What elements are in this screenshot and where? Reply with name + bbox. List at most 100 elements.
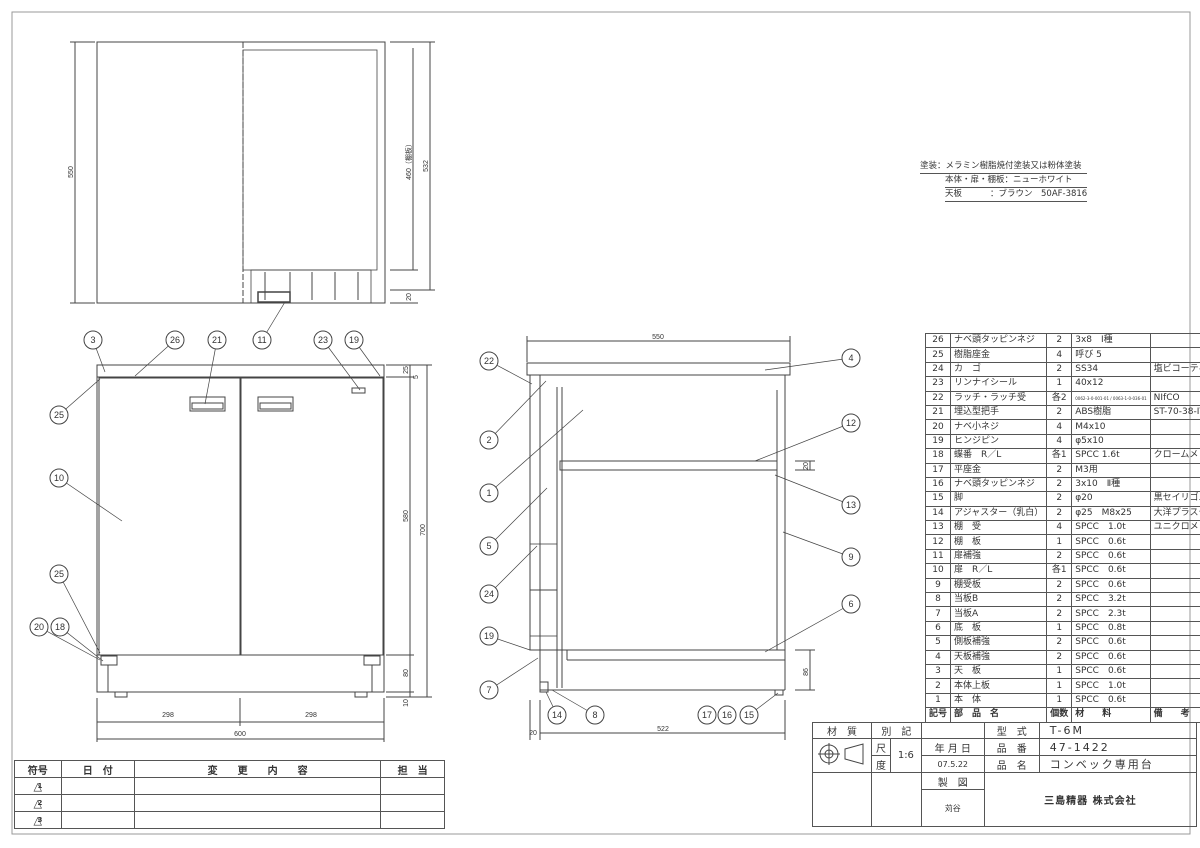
dim-80: 80: [403, 669, 410, 677]
balloon-circle: [841, 348, 861, 368]
parts-cell: 4: [1046, 520, 1073, 536]
parts-cell: 扉 R／L: [950, 563, 1048, 579]
balloon-circle: [83, 330, 103, 350]
revision-mark: 1: [37, 781, 43, 790]
parts-cell: 2: [1046, 361, 1073, 378]
parts-cell: [1149, 663, 1200, 680]
leader-line: [488, 380, 547, 441]
parts-cell: 4: [924, 649, 952, 665]
parts-cell: M3用: [1071, 462, 1151, 478]
front-balloon-label: 19: [349, 335, 359, 345]
parts-cell: 23: [924, 376, 952, 392]
parts-cell: [1149, 592, 1200, 608]
parts-row: 24カ ゴ2SS34塩ビコーティング: [924, 361, 1200, 378]
front-balloon-label: 25: [54, 569, 64, 579]
balloon-circle: [252, 330, 272, 350]
balloon-circle: [479, 430, 499, 450]
parts-cell: 17: [924, 462, 952, 478]
revision-header: 符号: [14, 760, 62, 778]
side-balloon-label: 9: [848, 552, 853, 562]
parts-cell: 2: [1046, 332, 1073, 349]
parts-cell: SPCC 0.6t: [1071, 663, 1151, 680]
parts-cell: [1149, 606, 1200, 622]
parts-cell: [1149, 347, 1200, 363]
revision-mark: 3: [37, 815, 43, 824]
parts-cell: 脚: [950, 491, 1048, 507]
model-label: 型 式: [983, 722, 1040, 739]
parts-cell: SPCC 1.0t: [1071, 678, 1151, 694]
leader-line: [38, 626, 101, 661]
parts-cell: SPCC 0.6t: [1071, 563, 1151, 579]
parts-cell: 1: [1046, 534, 1073, 550]
parts-cell: [1149, 376, 1200, 392]
parts-cell: 2: [1046, 649, 1073, 665]
balloon-circle: [207, 330, 227, 350]
parts-header: 個数: [1046, 707, 1073, 723]
parts-cell: [1149, 476, 1200, 493]
parts-cell: 19: [924, 433, 952, 450]
parts-cell: 24: [924, 361, 952, 378]
balloon-circle: [697, 705, 717, 725]
balloon-circle: [841, 413, 861, 433]
dim-298-right: 298: [305, 712, 317, 719]
dim-532: 532: [423, 160, 430, 172]
parts-cell: SPCC 1.6t: [1071, 448, 1151, 464]
balloon-circle: [50, 617, 70, 637]
dim-700: 700: [420, 524, 427, 536]
drawn-label: 製 図: [920, 772, 985, 790]
revision-cell: [380, 794, 445, 812]
leader-line: [488, 545, 538, 595]
dim-20: 20: [406, 293, 413, 301]
leader-line: [204, 339, 218, 405]
revision-cell: [60, 794, 135, 812]
parts-cell: 4: [1046, 419, 1073, 435]
parts-cell: SPCC 0.6t: [1071, 534, 1151, 550]
parts-cell: SPCC 0.6t: [1071, 692, 1151, 709]
parts-cell: 3x10 Ⅱ種: [1071, 476, 1151, 493]
parts-cell: SPCC 3.2t: [1071, 592, 1151, 608]
parts-cell: 8: [924, 592, 952, 608]
parts-cell: 12: [924, 534, 952, 550]
parts-cell: 各2: [1046, 390, 1073, 406]
revision-mark-triangle: △1: [14, 777, 62, 795]
parts-cell: 側板補強: [950, 635, 1048, 651]
parts-cell: SPCC 0.6t: [1071, 635, 1151, 651]
parts-cell: 大洋プラスチック: [1149, 505, 1200, 522]
parts-cell: 各1: [1046, 448, 1073, 464]
parts-cell: リンナイシール: [950, 376, 1048, 392]
revision-row: △2: [14, 794, 445, 812]
parts-cell: NIfCO: [1149, 390, 1200, 406]
parts-cell: [1149, 433, 1200, 450]
model-value: T-6M: [1038, 722, 1198, 739]
front-balloon-label: 18: [55, 622, 65, 632]
parts-header: 材 料: [1071, 707, 1151, 723]
parts-cell: 天板補強: [950, 649, 1048, 665]
side-balloon-label: 7: [486, 685, 491, 695]
parts-cell: φ25 M8x25: [1071, 505, 1151, 522]
note-label: 別 記: [871, 722, 922, 739]
parts-cell: [1149, 620, 1200, 637]
parts-cell: ナベ頭タッピンネジ: [950, 476, 1048, 493]
top-view: 550 460（棚板） 532 20: [68, 41, 435, 304]
part-no-label: 品 番: [983, 738, 1040, 756]
parts-cell: 13: [924, 520, 952, 536]
balloon-circle: [165, 330, 185, 350]
revision-cell: [133, 777, 382, 795]
parts-cell: 5: [924, 635, 952, 651]
parts-cell: [1149, 577, 1200, 594]
leader-line: [782, 531, 852, 558]
leader-line: [322, 339, 361, 391]
parts-cell: 2: [924, 678, 952, 694]
scale-label-1: 尺: [871, 738, 891, 756]
balloon-circle: [585, 705, 605, 725]
coating-notes: 塗装：メラミン樹脂焼付塗装又は粉体塗装 本体・扉・棚板：ニューホワイト 天板：ブ…: [920, 160, 1088, 202]
parts-cell: 当板B: [950, 592, 1048, 608]
revision-cell: [133, 794, 382, 812]
